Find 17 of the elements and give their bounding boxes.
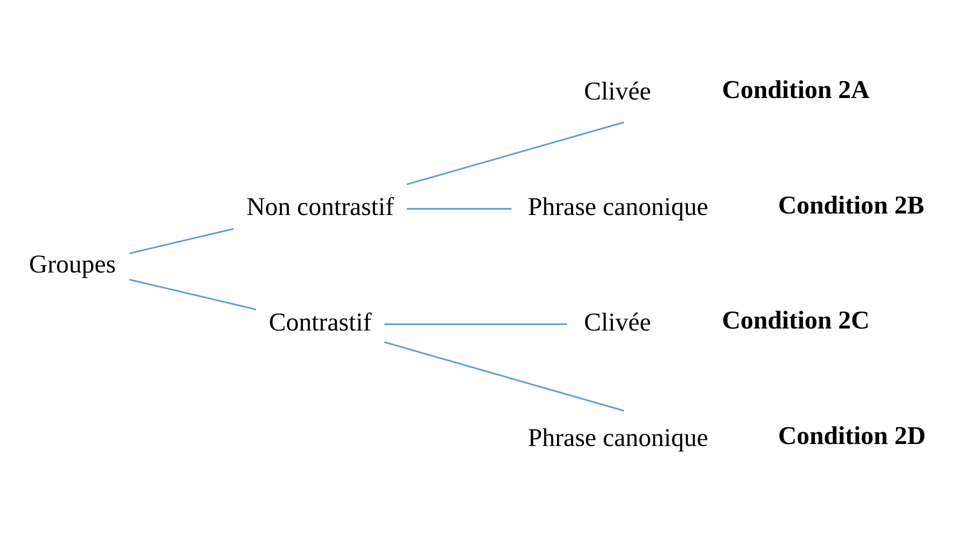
node-text: Groupes <box>28 250 116 279</box>
connector <box>406 208 512 210</box>
node-label: Condition 2A <box>722 74 870 104</box>
connector <box>384 341 624 412</box>
node-text: Non contrastif <box>246 192 394 221</box>
connector <box>129 278 256 310</box>
connector <box>384 323 568 326</box>
connector <box>406 122 624 186</box>
node-label: Condition 2D <box>778 421 926 450</box>
node-label: Condition 2B <box>778 190 924 220</box>
node-text: Clivée <box>584 76 652 106</box>
node-text: Clivée <box>584 307 652 336</box>
node-label: Condition 2C <box>722 306 870 335</box>
node-text: Contrastif <box>268 307 372 336</box>
connector <box>129 228 234 254</box>
node-text: Phrase canonique <box>528 192 708 221</box>
node-text: Phrase canonique <box>528 422 708 452</box>
